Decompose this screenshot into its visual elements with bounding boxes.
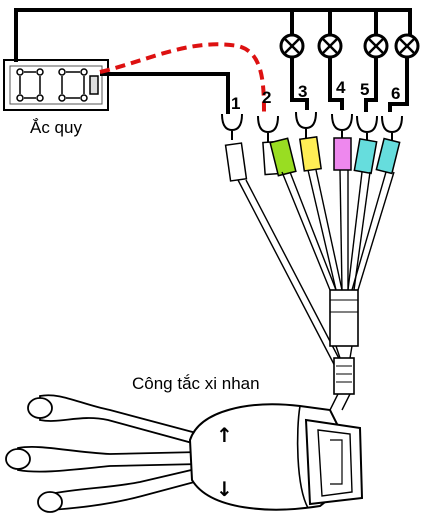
sleeve-3 (269, 137, 297, 177)
lamp-1 (279, 33, 305, 59)
sleeve-6 (353, 137, 378, 175)
sleeve-4 (299, 136, 322, 172)
lamp-4 (394, 33, 420, 59)
battery-label: Ắc quy (30, 118, 82, 137)
black-wire-top (14, 8, 412, 62)
red-dashed-wire (99, 42, 266, 113)
battery (3, 59, 109, 111)
sleeve-6b (375, 137, 401, 175)
terminal-number-5: 5 (360, 80, 370, 99)
terminal-forks (221, 111, 403, 142)
terminal-number-4: 4 (336, 78, 346, 97)
terminal-number-1: 1 (231, 94, 241, 113)
lamp-3 (363, 33, 389, 59)
turn-signal-switch (5, 394, 364, 513)
terminal-number-6: 6 (391, 84, 401, 103)
switch-label: Công tắc xi nhan (132, 374, 260, 393)
sleeve-5 (333, 137, 352, 171)
terminal-number-2: 2 (262, 88, 272, 107)
bundle-sleeve (329, 289, 359, 395)
lamp-2 (317, 33, 343, 59)
sleeves (224, 136, 378, 182)
wire-harness (237, 169, 395, 373)
up-arrow-icon: ↑ (216, 423, 233, 447)
terminal-number-3: 3 (298, 82, 308, 101)
black-wire-terminal-1 (100, 72, 230, 114)
lamp-wires (290, 57, 409, 112)
sleeve-1 (224, 142, 248, 182)
down-arrow-icon: ↓ (216, 477, 233, 501)
